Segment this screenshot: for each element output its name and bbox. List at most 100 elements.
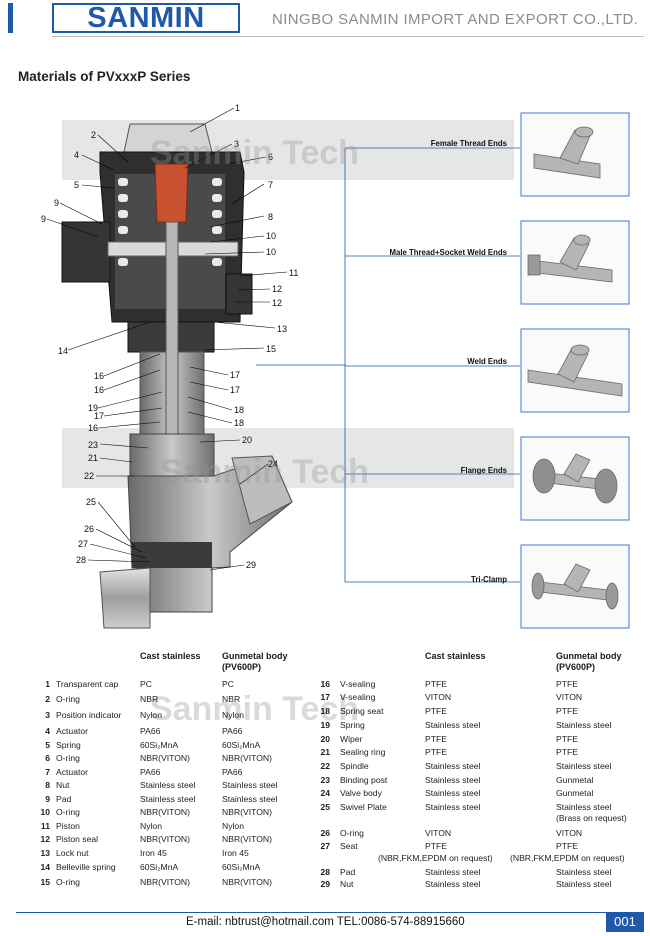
cast-material: Iron 45	[140, 848, 167, 858]
gunmetal-material: VITON	[556, 828, 583, 838]
part-name: Valve body	[340, 788, 382, 798]
cast-material: Stainless steel	[140, 794, 196, 804]
part-name: Belleville spring	[56, 862, 116, 872]
gunmetal-material: PTFE	[556, 706, 578, 716]
part-number: 5	[45, 740, 50, 750]
part-name: Actuator	[56, 726, 89, 736]
callout: 25	[86, 497, 96, 507]
gunmetal-material: PTFE	[556, 747, 578, 757]
part-number: 14	[40, 862, 50, 872]
callout: 16	[88, 423, 98, 433]
part-name: Pad	[340, 867, 356, 877]
cast-material: PTFE	[425, 841, 447, 851]
callout: 12	[272, 284, 282, 294]
part-name: Seat	[340, 841, 358, 851]
part-name: Actuator	[56, 767, 89, 777]
header-divider	[52, 36, 644, 37]
inlet-pipe	[99, 567, 151, 629]
gunmetal-material: NBR	[222, 694, 241, 704]
air-port-right	[225, 273, 253, 315]
callout: 28	[76, 555, 86, 565]
callout: 27	[78, 539, 88, 549]
gunmetal-material: NBR(VITON)	[222, 834, 272, 844]
callout: 15	[266, 344, 276, 354]
part-name: O-ring	[56, 877, 80, 887]
end-type-label: Flange Ends	[461, 466, 508, 475]
end-type-label: Weld Ends	[467, 357, 507, 366]
gunmetal-material: Stainless steel	[556, 802, 612, 812]
air-port-left	[61, 221, 111, 283]
part-name: Spring seat	[340, 706, 384, 716]
part-number: 24	[320, 788, 330, 798]
part-number: 16	[320, 679, 330, 689]
cast-material: Stainless steel	[425, 761, 481, 771]
part-name: Wiper	[340, 734, 363, 744]
callout: 14	[58, 346, 68, 356]
gunmetal-material: PTFE	[556, 841, 578, 851]
part-number: 27	[320, 841, 330, 851]
header-cast-left: Cast stainless	[140, 651, 201, 661]
part-name: O-ring	[56, 694, 80, 704]
callout: 2	[91, 130, 96, 140]
callout: 3	[234, 139, 239, 149]
callout: 17	[230, 385, 240, 395]
callout: 19	[88, 403, 98, 413]
callout: 18	[234, 405, 244, 415]
part-name: Nut	[56, 780, 70, 790]
end-type-label: Female Thread Ends	[431, 139, 508, 148]
cast-material: PA66	[140, 767, 161, 777]
cast-material: PTFE	[425, 734, 447, 744]
valve-diagram: 1 2 3 4 5 6 7 8 9 9 10 10 11 12 12 13 14…	[41, 103, 630, 629]
part-name: Swivel Plate	[340, 802, 387, 812]
part-number: 3	[45, 710, 50, 720]
part-name: Binding post	[340, 775, 388, 785]
gunmetal-material: NBR(VITON)	[222, 807, 272, 817]
watermark-top: Sanmin Tech	[150, 134, 360, 172]
end-type-images	[520, 112, 630, 629]
cast-material: Stainless steel	[425, 802, 481, 812]
callout-numbers: 1 2 3 4 5 6 7 8 9 9 10 10 11 12 12 13 14…	[41, 103, 298, 570]
cast-material: PC	[140, 679, 152, 689]
part-name: V-sealing	[340, 692, 376, 702]
cast-material: NBR(VITON)	[140, 753, 190, 763]
callout: 29	[246, 560, 256, 570]
seat-block	[132, 542, 212, 568]
cast-material: PTFE	[425, 747, 447, 757]
callout: 17	[230, 370, 240, 380]
gunmetal-material: VITON	[556, 692, 583, 702]
gunmetal-material: Nylon	[222, 710, 244, 720]
part-name: Piston	[56, 821, 80, 831]
part-name: Nut	[340, 879, 354, 889]
cast-material: Stainless steel	[425, 879, 481, 889]
page-title: Materials of PVxxxP Series	[18, 69, 191, 84]
page-number: 001	[606, 912, 644, 932]
cast-material: 60Si₂MnA	[140, 740, 179, 750]
gunmetal-material-note: (Brass on request)	[556, 813, 627, 823]
part-number: 7	[45, 767, 50, 777]
end-type-label: Male Thread+Socket Weld Ends	[390, 248, 508, 257]
part-name: Spindle	[340, 761, 369, 771]
callout: 7	[268, 180, 273, 190]
header-gunmetal-sub-left: (PV600P)	[222, 662, 262, 672]
gunmetal-material: PTFE	[556, 679, 578, 689]
page-header: SANMIN NINGBO SANMIN IMPORT AND EXPORT C…	[0, 0, 650, 38]
callout: 23	[88, 440, 98, 450]
callout: 4	[74, 150, 79, 160]
gunmetal-material: Stainless steel	[222, 780, 278, 790]
part-number: 26	[320, 828, 330, 838]
logo-accent-bar	[8, 3, 13, 33]
part-number: 17	[320, 692, 330, 702]
part-number: 1	[45, 679, 50, 689]
callout: 6	[268, 152, 273, 162]
cast-material: Stainless steel	[425, 775, 481, 785]
gunmetal-material: 60Si₂MnA	[222, 862, 261, 872]
gunmetal-material: Gunmetal	[556, 788, 594, 798]
callout: 26	[84, 524, 94, 534]
part-name: V-sealing	[340, 679, 376, 689]
cast-material: PTFE	[425, 679, 447, 689]
callout: 5	[74, 180, 79, 190]
gunmetal-material: Stainless steel	[556, 867, 612, 877]
header-gunmetal-right: Gunmetal body	[556, 651, 622, 661]
part-number: 4	[45, 726, 50, 736]
gunmetal-material: Gunmetal	[556, 775, 594, 785]
